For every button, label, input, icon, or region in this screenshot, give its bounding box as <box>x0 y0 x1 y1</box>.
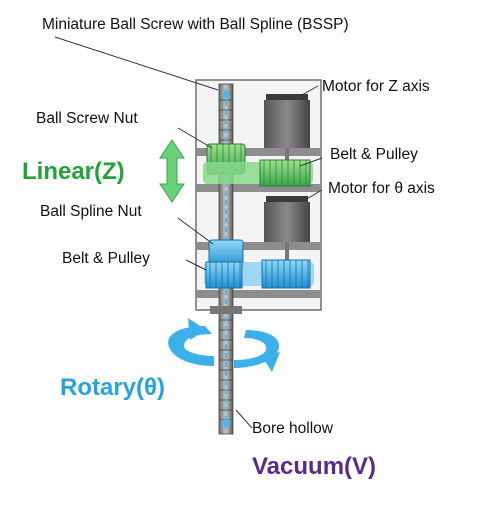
label-bore-hollow: Bore hollow <box>252 420 333 437</box>
label-vacuum: Vacuum(V) <box>252 453 377 480</box>
label-ball-spline-nut: Ball Spline Nut <box>40 203 142 220</box>
label-rotary: Rotary(θ) <box>60 374 165 401</box>
label-motor-theta: Motor for θ axis <box>328 180 435 197</box>
leader-lines <box>54 36 323 429</box>
belt-pulley-upper <box>203 159 313 187</box>
linear-arrow <box>159 139 185 203</box>
label-belt-pulley-upper: Belt & Pulley <box>330 146 418 163</box>
motor-theta <box>264 196 310 262</box>
belt-pulley-lower <box>204 259 314 289</box>
rotary-arrows <box>168 318 280 372</box>
bottom-flange <box>210 306 242 314</box>
label-linear: Linear(Z) <box>22 158 125 185</box>
label-belt-pulley-lower: Belt & Pulley <box>62 250 150 267</box>
motor-z <box>264 94 310 162</box>
label-motor-z: Motor for Z axis <box>322 78 430 95</box>
label-ball-screw-nut: Ball Screw Nut <box>36 110 138 127</box>
label-bssp: Miniature Ball Screw with Ball Spline (B… <box>42 16 349 33</box>
